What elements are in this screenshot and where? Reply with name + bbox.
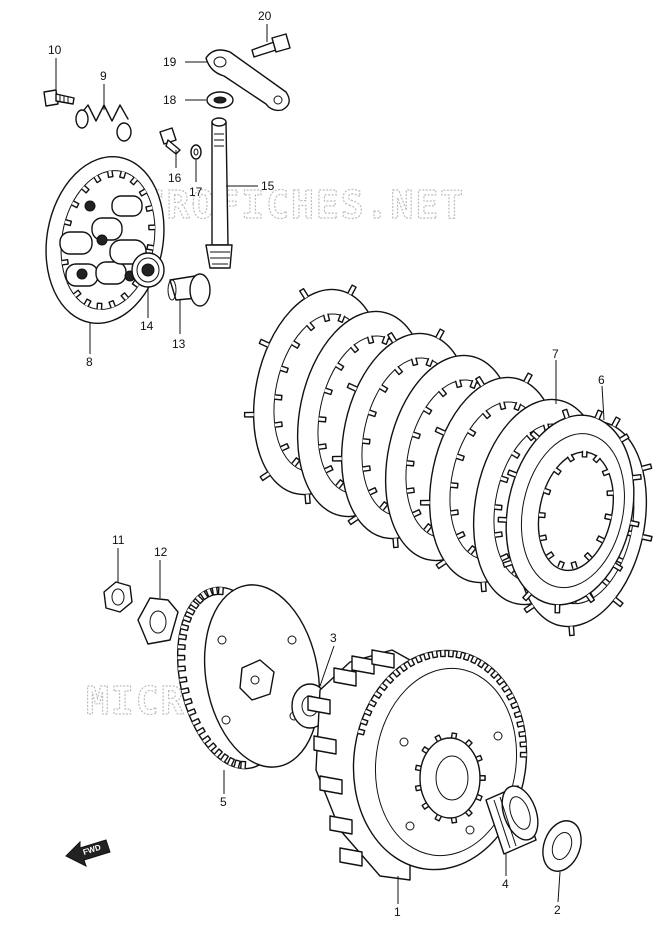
- callout-9: 9: [100, 69, 107, 83]
- oil-seal: [206, 91, 234, 109]
- clutch-plate-stack: [243, 284, 653, 637]
- callout-18: 18: [163, 93, 177, 107]
- release-shaft: [205, 117, 233, 269]
- callout-1: 1: [394, 905, 401, 919]
- callout-labels: 20 19 18 10 9 16 17 15 14 13 8 7 6 11 12…: [48, 9, 605, 919]
- callout-3: 3: [330, 631, 337, 645]
- release-arm: [205, 49, 290, 112]
- callout-17: 17: [189, 185, 203, 199]
- callout-16: 16: [168, 171, 182, 185]
- callout-6: 6: [598, 373, 605, 387]
- leader-lines: [55, 24, 605, 904]
- callout-2: 2: [554, 903, 561, 917]
- callout-19: 19: [163, 55, 177, 69]
- callout-14: 14: [140, 319, 154, 333]
- primary-driven-gear: [176, 584, 321, 770]
- friction-plate-front: [497, 408, 642, 614]
- callout-7: 7: [552, 347, 559, 361]
- push-piece: [167, 273, 211, 307]
- clutch-spring: [75, 104, 132, 142]
- spring-bolt: [43, 89, 75, 107]
- clutch-housing: [307, 649, 528, 881]
- callout-12: 12: [154, 545, 168, 559]
- arm-bolt: [251, 33, 291, 58]
- arrow-left-icon: [65, 839, 111, 867]
- small-washer: [190, 144, 202, 160]
- adjust-bolt: [159, 127, 181, 155]
- callout-10: 10: [48, 43, 62, 57]
- callout-13: 13: [172, 337, 186, 351]
- callout-20: 20: [258, 9, 272, 23]
- hub-nut: [103, 581, 133, 613]
- callout-8: 8: [86, 355, 93, 369]
- pressure-plate: [45, 155, 165, 325]
- thrust-washer-2: [542, 820, 582, 872]
- callout-11: 11: [112, 533, 125, 547]
- callout-4: 4: [502, 877, 509, 891]
- release-bearing: [131, 252, 165, 288]
- callout-5: 5: [220, 795, 227, 809]
- needle-bearing: [485, 785, 539, 855]
- lock-washer: [137, 597, 179, 645]
- callout-15: 15: [261, 179, 275, 193]
- fwd-direction-marker: FWD: [65, 839, 111, 867]
